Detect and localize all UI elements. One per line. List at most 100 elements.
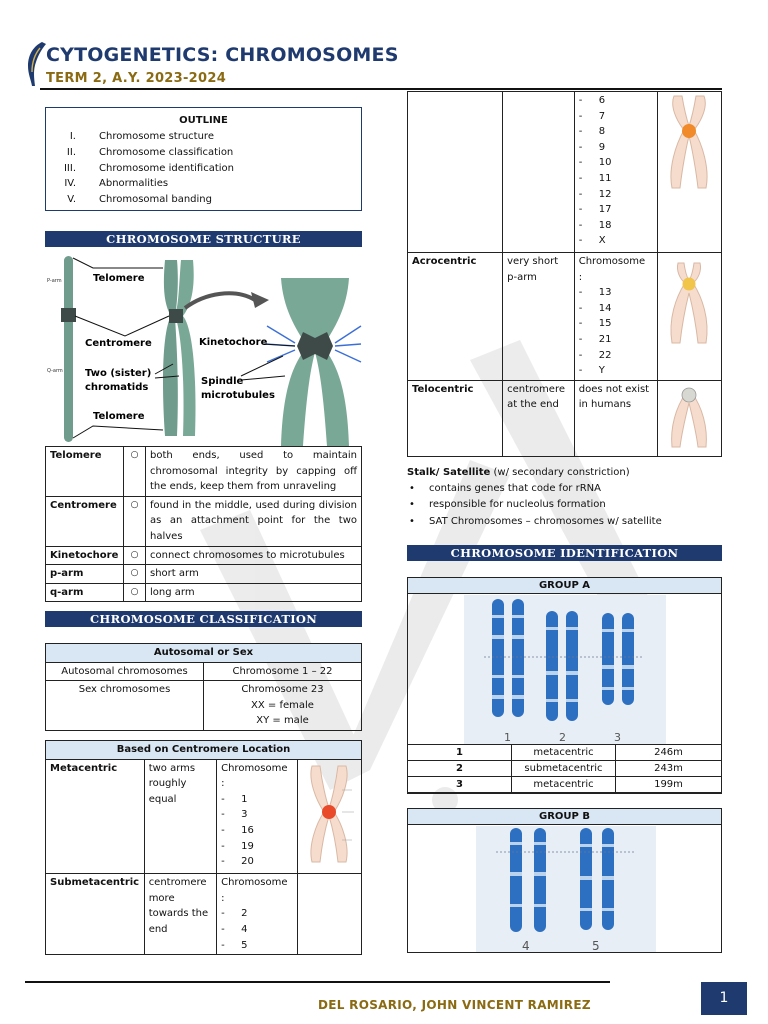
telomere-top-label: Telomere [93,273,145,284]
header-divider [40,88,722,90]
pair-label: 1 [504,731,511,744]
pair-label: 4 [522,939,530,952]
outline-item-number: IV. [64,178,76,190]
outline-item-label: Chromosomal banding [99,194,212,206]
list-item: responsible for nucleolus formation [407,497,722,513]
stalk-title: Stalk/ Satellite [407,467,491,478]
description-cell: two arms roughly equal [143,758,218,875]
chromosome-pair-3 [602,613,634,705]
sister-centromere [169,309,183,323]
sister-chromatid-left [163,260,178,436]
list-colon: : [221,892,225,904]
type-cell: Submetacentric [45,873,145,956]
bullet-cell: ○ [123,495,146,547]
list-item: contains genes that code for rRNA [407,481,722,497]
outline-heading: OUTLINE [179,115,228,126]
list-item: -18 [578,219,612,231]
term-cell: Centromere [45,495,124,547]
list-item: -1 [221,793,248,805]
table-row: Telomere○both ends, used to maintain chr… [45,446,362,497]
outline-item-label: Chromosome classification [99,146,234,158]
type-cell: Autosomal chromosomes [45,661,204,682]
centromere-location-table: Based on Centromere Location Metacentric… [45,740,363,956]
bullet-cell: ○ [123,582,146,603]
list-item: -13 [578,287,612,299]
value-line: Chromosome 23 [241,684,324,696]
list-item: -4 [221,923,248,935]
list-item: -16 [221,824,254,836]
section-heading-classification: CHROMOSOME CLASSIFICATION [45,611,362,627]
chromosome-pair-1 [492,599,524,717]
single-centromere [61,308,76,322]
list-item: -20 [221,856,254,868]
chromosome-size: 199m [615,776,722,793]
chromosome-list-cell: Chromosome : -2 -4 -5 [216,873,298,956]
section-heading-identification: CHROMOSOME IDENTIFICATION [407,545,722,561]
table-header-row: Autosomal or Sex [45,643,362,663]
type-cell: Metacentric [45,758,145,875]
table-row: p-arm○short arm [45,564,362,584]
outline-item-label: Chromosome identification [99,162,234,174]
author-name: DEL ROSARIO, JOHN VINCENT RAMIREZ [318,998,591,1012]
chromosome-pair-2 [546,611,578,721]
list-item: -17 [578,204,612,216]
page-number: 1 [701,982,747,1015]
empty-image-cell [296,873,363,956]
term-cell: Telomere [45,446,124,497]
sister-chromatid-right [175,260,196,436]
autosomal-sex-table: Autosomal or Sex Autosomal chromosomes C… [45,643,362,731]
definition-cell: both ends, used to maintain chromosomal … [145,446,362,497]
table-row: -6 -7 -8 -9 -10 -11 -12 -17 -18 -X [406,91,722,253]
table-row: 1 metacentric 246m [407,744,722,761]
bullet-cell: ○ [123,564,146,584]
description-cell: centromere at the end [502,379,575,458]
leader-lines [72,257,296,439]
list-item: -X [578,235,606,247]
zoom-arrow [183,291,257,310]
list-item: -15 [578,318,612,330]
group-b-box: GROUP B 4 5 [407,808,722,953]
chromosome-structure-diagram: P-arm Q-arm Telomere Centromere Two (sis… [47,256,362,446]
outline-item-number: III. [63,162,76,174]
table-row: Acrocentric very short p-arm Chromosome … [406,252,722,381]
outline-item: III. Chromosome identification [46,161,361,177]
outline-list: I. Chromosome structure II. Chromosome cla… [46,129,361,208]
type-cell: Sex chromosomes [45,680,204,731]
outline-item-number: V. [67,194,76,206]
table-row: Kinetochore○connect chromosomes to micro… [45,545,362,566]
description-cell [502,91,575,253]
chromosome-list-cell: Chromosome : -13 -14 -15 -21 -22 -Y [573,252,659,381]
zoom-arrow-head [251,292,269,308]
term-cell: Kinetochore [45,545,124,566]
sister-chromatids-label-2: chromatids [85,382,148,393]
outline-item-label: Abnormalities [99,178,169,190]
table-row: 2 submetacentric 243m [407,760,722,777]
bullet-cell: ○ [123,545,146,566]
spindle-label-2: microtubules [201,390,275,401]
outline-item-label: Chromosome structure [99,131,214,142]
table-row: q-arm○long arm [45,582,362,603]
metacentric-image-cell [296,758,363,875]
kinetochore-label: Kinetochore [199,337,268,348]
list-item: -9 [578,141,606,153]
submetacentric-chromosome-icon [670,95,708,189]
footer-divider [25,981,610,983]
stalk-satellite-notes: Stalk/ Satellite (w/ secondary constrict… [407,465,722,530]
outline-box: OUTLINE I. Chromosome structure II. Chromo… [45,107,362,211]
definition-cell: found in the middle, used during divisio… [145,495,362,547]
outline-item-number: II. [66,146,76,158]
list-item: -3 [221,809,248,821]
centromere-location-table-continued: -6 -7 -8 -9 -10 -11 -12 -17 -18 -X Acroc… [406,91,722,458]
stalk-bullet-list: contains genes that code for rRNA respon… [407,481,722,530]
type-cell [406,91,504,253]
enlarged-chromatids [281,278,349,446]
table-row: Submetacentric centromere more towards t… [45,873,363,956]
list-item: -12 [578,188,612,200]
pair-label: 2 [559,731,566,744]
list-item: -8 [578,126,606,138]
outline-item-number: I. [69,131,76,142]
acrocentric-chromosome-icon [670,262,708,344]
chromosome-type: submetacentric [511,760,616,777]
list-item: -21 [578,333,612,345]
list-item: -2 [221,908,248,920]
